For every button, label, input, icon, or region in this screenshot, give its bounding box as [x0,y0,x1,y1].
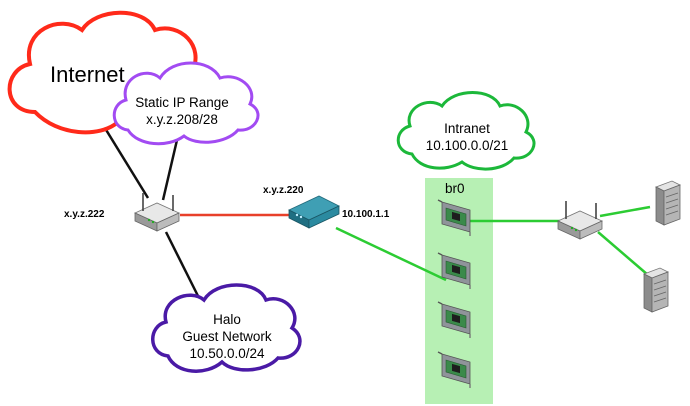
server-icon [655,180,681,226]
link-switch-server-bottom [597,231,649,276]
bridge-label: br0 [445,181,465,196]
static-ip-title: Static IP Range [135,95,229,110]
halo-network-name: Guest Network [182,329,272,344]
server-icon [643,267,669,313]
halo-title: Halo [213,312,241,327]
intranet-title: Intranet [444,121,490,136]
halo-label: Halo Guest Network 10.50.0.0/24 [166,311,288,362]
intranet-subnet: 10.100.0.0/21 [425,138,509,153]
static-ip-cloud [112,61,260,146]
firewall-lan-address: 10.100.1.1 [342,209,390,220]
firewall-wan-address: x.y.z.220 [263,185,304,196]
firewall-icon [288,195,340,229]
router-left-address: x.y.z.222 [64,209,105,220]
link-router-static-ip [161,139,179,201]
link-switch-server-top [599,205,651,218]
intranet-cloud [396,91,536,171]
internet-label: Internet [50,62,125,87]
halo-cloud [151,283,302,373]
switch-icon [557,200,603,240]
link-router-internet [98,119,150,199]
halo-subnet: 10.50.0.0/24 [189,346,265,361]
static-ip-label: Static IP Range x.y.z.208/28 [128,94,236,128]
link-firewall-nic [335,226,447,282]
router-icon [134,192,180,232]
static-ip-range: x.y.z.208/28 [146,112,218,127]
link-router-halo [164,231,205,307]
intranet-label: Intranet 10.100.0.0/21 [412,120,522,154]
